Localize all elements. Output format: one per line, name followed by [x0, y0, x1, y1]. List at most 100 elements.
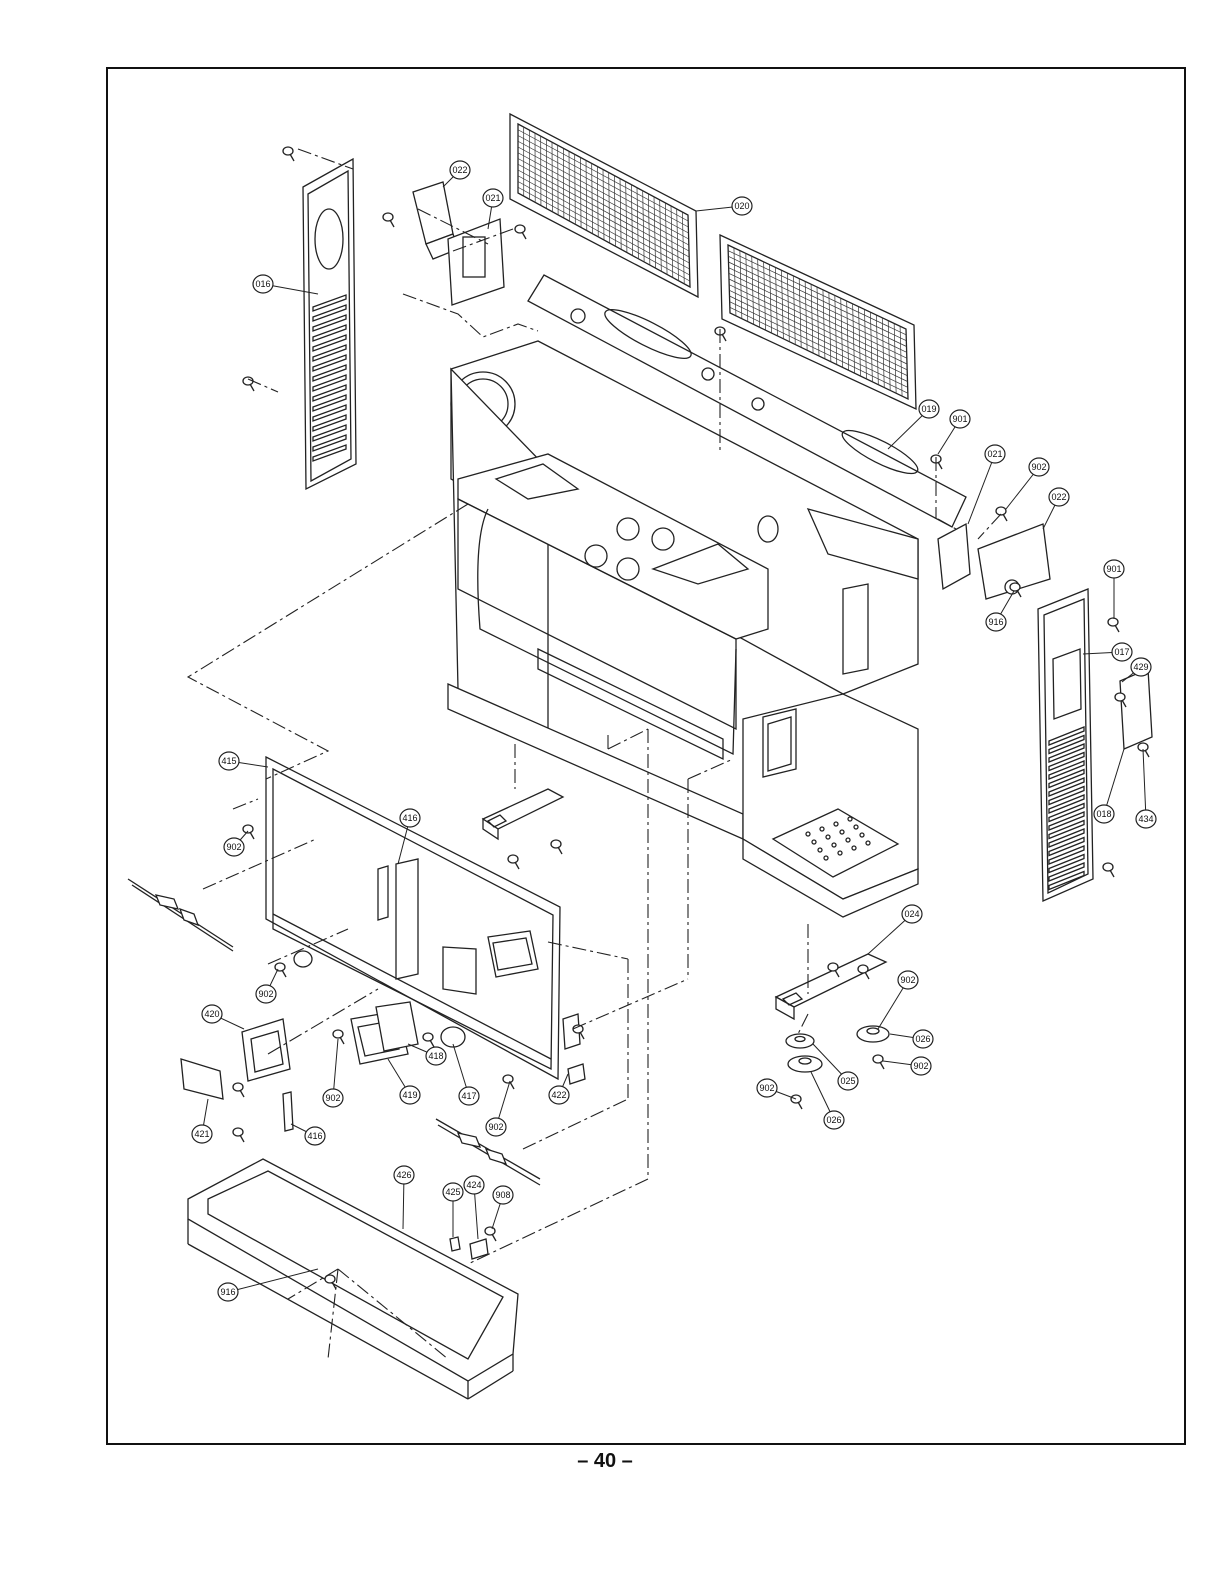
callout-024: 024 [867, 904, 923, 955]
callout-label: 021 [485, 193, 500, 203]
clips-424-425 [449, 1236, 489, 1260]
callout-label: 916 [988, 617, 1003, 627]
callout-label: 019 [921, 404, 936, 414]
screw-icon [872, 1054, 885, 1070]
screw-icon [502, 1074, 515, 1090]
callout-label: 429 [1133, 662, 1148, 672]
callout-label: 417 [461, 1091, 476, 1101]
assembly-lines [186, 148, 1002, 1360]
callout-label: 018 [1096, 809, 1111, 819]
bracket-021-right [937, 522, 971, 591]
callout-415: 415 [218, 751, 269, 771]
callout-418: 418 [407, 1043, 447, 1066]
screw-icon [790, 1094, 803, 1110]
callout-label: 415 [221, 756, 236, 766]
callout-label: 908 [495, 1190, 510, 1200]
callout-916: 916 [985, 590, 1015, 632]
side-cover-018 [1119, 668, 1153, 750]
callout-label: 902 [1031, 462, 1046, 472]
callout-021: 021 [482, 188, 504, 230]
bracket-021-upper [447, 218, 505, 306]
callout-021: 021 [967, 444, 1006, 525]
callout-label: 017 [1114, 647, 1129, 657]
right-side-panel [1037, 588, 1094, 902]
leg-left [481, 788, 565, 841]
callout-label: 021 [987, 449, 1002, 459]
callout-label: 024 [904, 909, 919, 919]
callout-label: 416 [402, 813, 417, 823]
callout-416: 416 [397, 808, 421, 865]
callout-label: 902 [258, 989, 273, 999]
foot-025 [785, 1033, 815, 1049]
callout-label: 426 [396, 1170, 411, 1180]
callout-label: 418 [428, 1051, 443, 1061]
screw-icon [857, 964, 870, 980]
screw-icon [382, 212, 395, 228]
callout-label: 416 [307, 1131, 322, 1141]
screw-icon [232, 1127, 245, 1143]
callout-017: 017 [1082, 642, 1133, 662]
callout-label: 916 [220, 1287, 235, 1297]
callout-429: 429 [1121, 657, 1152, 683]
callout-label: 422 [551, 1090, 566, 1100]
callout-label: 419 [402, 1090, 417, 1100]
callout-020: 020 [695, 196, 753, 216]
screw-icon [550, 839, 563, 855]
callout-434: 434 [1135, 748, 1157, 829]
frame-420 [241, 1018, 291, 1082]
callout-902: 902 [255, 968, 279, 1004]
callout-902: 902 [877, 970, 919, 1030]
drip-tray [187, 1158, 519, 1400]
callout-902: 902 [882, 1056, 932, 1076]
screw-icon [324, 1274, 337, 1290]
callout-label: 424 [466, 1180, 481, 1190]
screw-icon [827, 962, 840, 978]
screw-icon [484, 1226, 497, 1242]
screw-icon [507, 854, 520, 870]
callout-416: 416 [290, 1123, 326, 1146]
callout-label: 902 [488, 1122, 503, 1132]
wire-harness-left [127, 878, 234, 952]
callout-label: 020 [734, 201, 749, 211]
callout-label: 425 [445, 1187, 460, 1197]
callout-018: 018 [1093, 748, 1125, 824]
callout-901: 901 [937, 409, 971, 455]
cabinet-body [447, 340, 919, 918]
callout-leader [1103, 748, 1125, 815]
callout-label: 901 [1106, 564, 1121, 574]
callout-label: 016 [255, 279, 270, 289]
screw-icon [242, 824, 255, 840]
part-422 [562, 1013, 586, 1085]
callout-025: 025 [812, 1043, 859, 1091]
callout-leader [967, 453, 996, 525]
callout-label: 902 [226, 842, 241, 852]
top-panel [527, 274, 967, 528]
callout-022: 022 [1042, 487, 1070, 530]
cover-421 [180, 1058, 224, 1100]
callout-426: 426 [393, 1165, 415, 1230]
grille-upper-right [719, 233, 917, 411]
callout-label: 902 [759, 1083, 774, 1093]
left-side-panel [302, 157, 357, 491]
callout-label: 902 [325, 1093, 340, 1103]
callout-908: 908 [491, 1185, 514, 1230]
part-416-lower [282, 1091, 294, 1132]
bracket-022-upper [412, 181, 459, 260]
screw-icon [514, 224, 527, 240]
callout-leader [1142, 748, 1147, 820]
callout-label: 026 [915, 1034, 930, 1044]
callout-902: 902 [485, 1080, 511, 1137]
screws [232, 146, 1150, 1290]
small-cover-upper [293, 950, 313, 968]
callout-label: 025 [840, 1076, 855, 1086]
callout-016: 016 [252, 274, 319, 295]
wire-harness-right [435, 1118, 541, 1186]
callout-label: 901 [952, 414, 967, 424]
screw-icon [422, 1032, 435, 1048]
screw-icon [274, 962, 287, 978]
callout-420: 420 [201, 1004, 245, 1030]
callout-026: 026 [810, 1071, 845, 1130]
plate-418 [375, 1001, 419, 1052]
grille-upper-left [509, 112, 699, 299]
